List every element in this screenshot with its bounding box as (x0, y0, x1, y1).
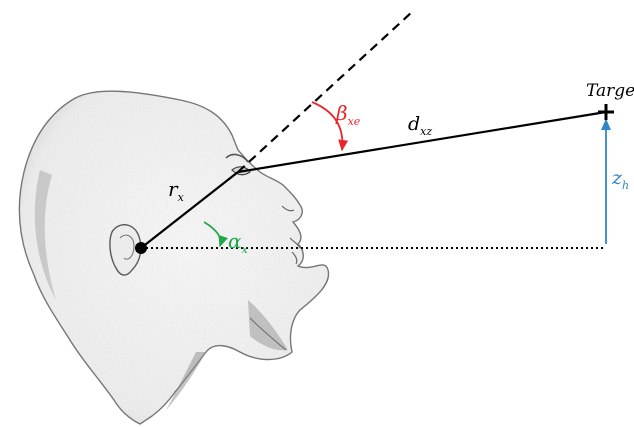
labels: Target βxe dxz rx αx zh (168, 81, 634, 256)
beta-xe-label: βxe (335, 101, 361, 128)
jaw-line (249, 317, 287, 351)
ear (109, 224, 142, 276)
z-h-label: zh (611, 167, 629, 192)
target-label: Target (586, 81, 634, 101)
ear-inner (119, 234, 135, 260)
alpha-x-label: αx (228, 229, 249, 256)
head-illustration (18, 90, 330, 425)
eye-to-target-line (237, 110, 607, 174)
r-x-label: rx (168, 177, 185, 204)
nostril (281, 205, 295, 212)
brow (225, 153, 249, 163)
beta-angle-arc (311, 101, 349, 152)
head-grain (19, 91, 329, 425)
lips (289, 237, 301, 265)
ear-pivot-point (135, 242, 147, 254)
chin-shadow (248, 300, 288, 351)
d-xz-label: dxz (408, 113, 432, 138)
gaze-extension-dashed-line (237, 11, 413, 173)
geometry (135, 11, 614, 254)
radius-line (140, 171, 239, 249)
back-head-shadow (34, 170, 56, 300)
neck-shadow (166, 352, 206, 410)
alpha-angle-arc (203, 221, 228, 248)
target-marker (598, 104, 614, 120)
